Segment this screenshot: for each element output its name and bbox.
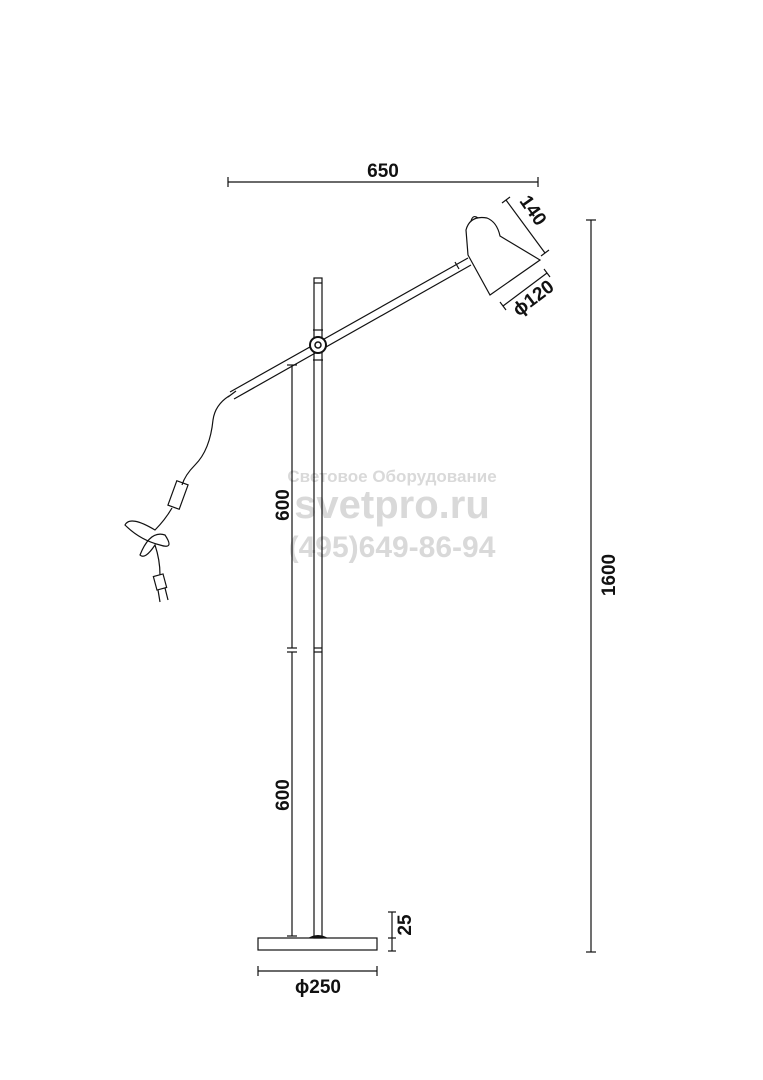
dimension-upper-pole: 600 xyxy=(273,364,297,649)
dimension-arm-reach-label: 650 xyxy=(367,161,399,182)
dimension-lower-pole-label: 600 xyxy=(273,779,294,811)
dimension-upper-pole-label: 600 xyxy=(273,489,294,521)
dimension-base-diameter: ϕ250 xyxy=(257,966,378,998)
dimension-lower-pole: 600 xyxy=(273,651,297,937)
watermark-line1: Световое Оборудование xyxy=(287,467,496,486)
dimension-base-height: 25 xyxy=(388,911,416,952)
dimension-base-height-label: 25 xyxy=(395,914,416,936)
dimension-total-height: 1600 xyxy=(586,219,620,953)
dimension-arm-reach: 650 xyxy=(227,161,539,187)
lamp-shade xyxy=(465,215,542,296)
plug xyxy=(152,573,168,591)
watermark-line2: svetpro.ru xyxy=(294,483,490,527)
power-cord xyxy=(124,395,230,603)
lamp-arm xyxy=(227,257,472,400)
dimension-base-diameter-label: ϕ250 xyxy=(295,977,341,998)
dimension-total-height-label: 1600 xyxy=(599,554,620,596)
lamp-pole xyxy=(313,277,323,939)
cord-switch xyxy=(167,479,189,511)
lamp-base xyxy=(257,935,378,951)
dimension-shade-length-label: 140 xyxy=(515,192,550,230)
watermark-line3: (495)649-86-94 xyxy=(289,531,496,564)
dimension-shade-length: 140 xyxy=(501,192,550,257)
watermark: Световое Оборудование svetpro.ru (495)64… xyxy=(287,467,496,564)
pivot-joint xyxy=(309,336,327,354)
dimension-shade-diameter: ϕ120 xyxy=(499,268,558,321)
